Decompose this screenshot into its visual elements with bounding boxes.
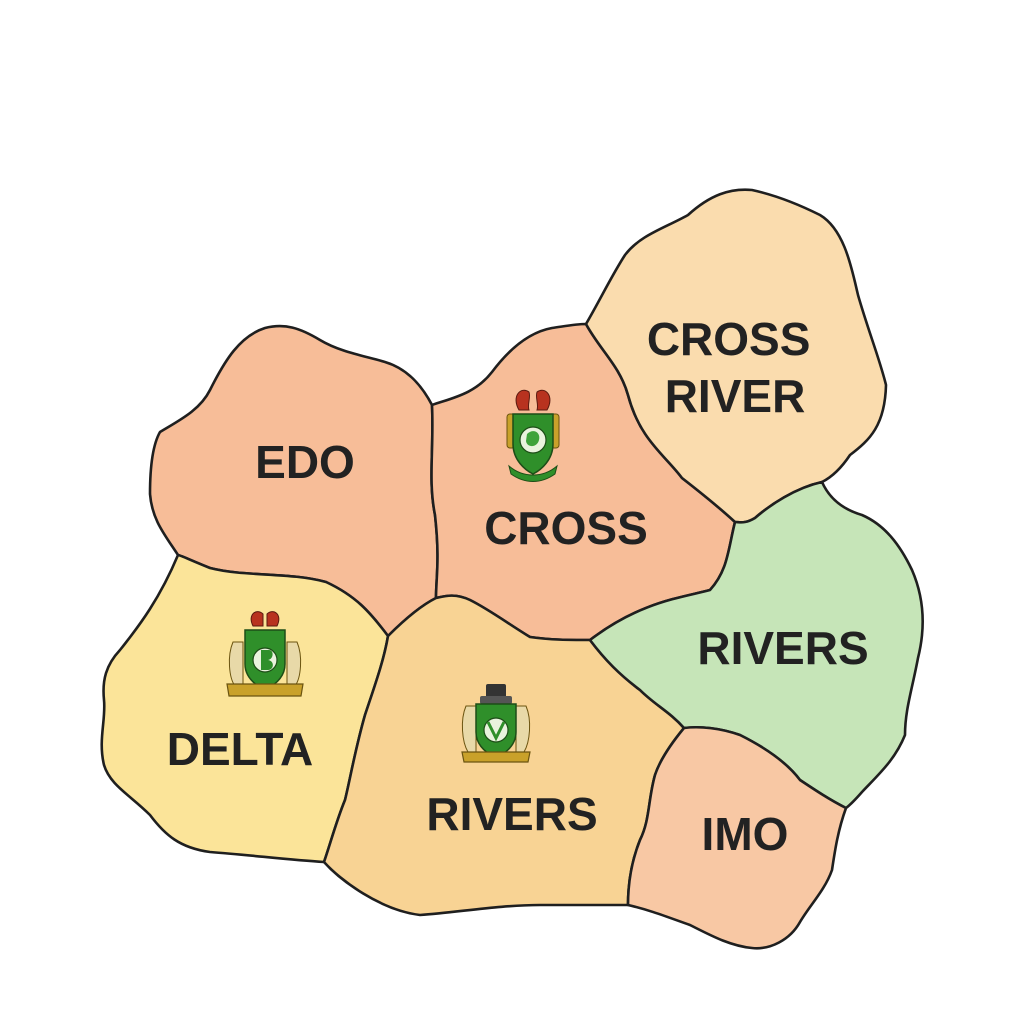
cross-coat-of-arms-icon: [506, 389, 560, 482]
region-rivers-center-label: RIVERS: [426, 788, 597, 840]
region-rivers-east-label: RIVERS: [697, 622, 868, 674]
region-rivers-east-shape[interactable]: [588, 480, 924, 810]
region-delta-label: DELTA: [167, 723, 314, 775]
region-imo[interactable]: IMO: [626, 725, 848, 950]
region-cross-river[interactable]: CROSS RIVER: [584, 188, 888, 524]
region-imo-shape[interactable]: [626, 725, 848, 950]
rivers-coat-of-arms-icon: [461, 684, 531, 763]
region-cross-river-shape[interactable]: [584, 188, 888, 524]
region-cross-river-label: CROSS RIVER: [647, 313, 823, 422]
region-cross[interactable]: CROSS: [430, 322, 737, 642]
region-cross-label: CROSS: [484, 502, 648, 554]
region-edo[interactable]: EDO: [148, 324, 439, 638]
region-rivers-east[interactable]: RIVERS: [588, 480, 924, 810]
region-edo-label: EDO: [255, 436, 355, 488]
region-imo-label: IMO: [702, 808, 789, 860]
delta-coat-of-arms-icon: [226, 611, 304, 697]
